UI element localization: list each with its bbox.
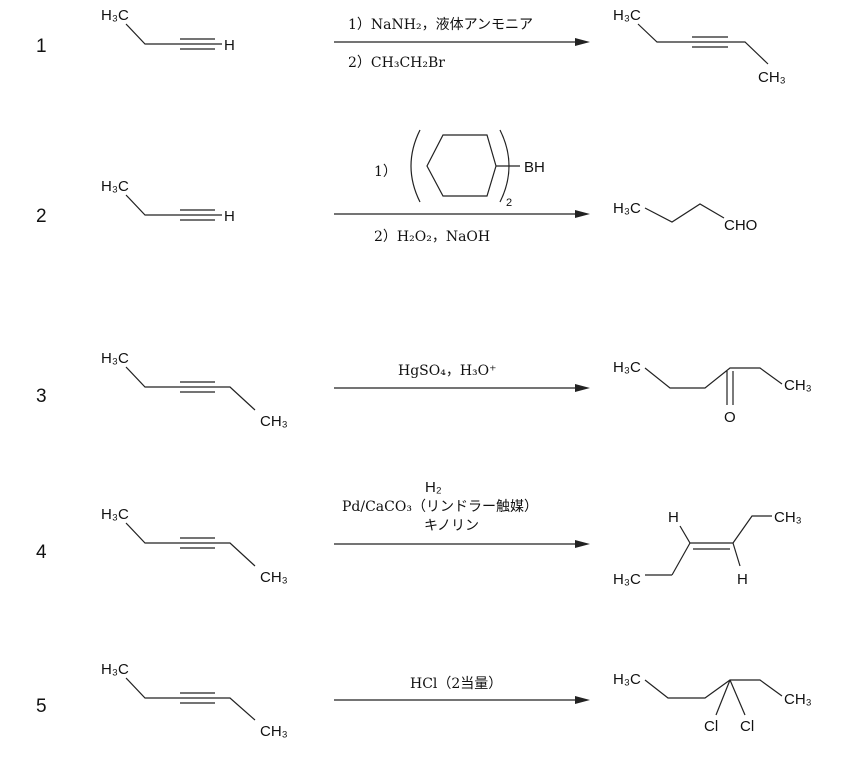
atom-label: H — [224, 37, 235, 54]
reaction-arrow — [334, 384, 590, 392]
reaction-3: 3 H₃C CH₃ HgSO₄，H₃O⁺ H₃C O CH₃ — [36, 350, 812, 430]
reaction-number: 4 — [36, 542, 47, 563]
condition-h2: H₂ — [425, 479, 442, 496]
atom-label: O — [724, 409, 736, 426]
reaction-2: 2 H₃C H 1） BH 2 2）H₂O₂，NaOH H₃C CHO — [36, 129, 757, 245]
bond — [125, 23, 222, 45]
atom-label: H — [668, 509, 679, 526]
condition-step-2: 2）H₂O₂，NaOH — [374, 229, 490, 245]
reaction-arrow — [334, 38, 590, 46]
condition-catalyst: Pd/CaCO₃（リンドラー触媒） — [342, 499, 538, 515]
reactant-3-hexyne: H₃C CH₃ — [101, 661, 288, 740]
reaction-4: 4 H₃C CH₃ H₂ Pd/CaCO₃（リンドラー触媒） キノリン H CH… — [36, 479, 802, 588]
atom-label: CH₃ — [784, 691, 812, 708]
atom-label: H — [224, 208, 235, 225]
condition-step-1: 1）NaNH₂，液体アンモニア — [348, 17, 533, 33]
product-3-hexanone: H₃C O CH₃ — [613, 359, 812, 426]
atom-label: H₃C — [101, 350, 129, 367]
product-3-hexyne: H₃C CH₃ — [613, 7, 786, 86]
atom-label: Cl — [740, 718, 754, 735]
product-butanal: H₃C CHO — [613, 200, 757, 234]
atom-label: H₃C — [101, 178, 129, 195]
atom-label: H₃C — [613, 571, 641, 588]
atom-label: CHO — [724, 217, 757, 234]
atom-label: H₃C — [613, 7, 641, 24]
condition-step-1-prefix: 1） — [374, 164, 397, 180]
condition: HCl（2当量） — [410, 676, 502, 692]
atom-label: CH₃ — [260, 723, 288, 740]
atom-label: CH₃ — [260, 413, 288, 430]
atom-label: H₃C — [101, 7, 129, 24]
dicyclohexylborane-structure: BH 2 — [410, 129, 545, 209]
atom-label: CH₃ — [774, 509, 802, 526]
product-cis-3-hexene: H CH₃ H₃C H — [613, 509, 802, 588]
reactant-1-butyne: H₃C H — [101, 178, 235, 225]
product-3-3-dichlorohexane: H₃C CH₃ Cl Cl — [613, 671, 812, 735]
reactant-3-hexyne: H₃C CH₃ — [101, 506, 288, 586]
reactant-1-butyne: H₃C H — [101, 7, 235, 54]
reaction-number: 2 — [36, 206, 47, 227]
reaction-number: 5 — [36, 696, 47, 717]
atom-label: Cl — [704, 718, 718, 735]
reaction-arrow — [334, 210, 590, 218]
reaction-number: 3 — [36, 386, 47, 407]
reactant-3-hexyne: H₃C CH₃ — [101, 350, 288, 430]
atom-label: H₃C — [613, 359, 641, 376]
atom-label: H — [737, 571, 748, 588]
atom-label: CH₃ — [758, 69, 786, 86]
reaction-5: 5 H₃C CH₃ HCl（2当量） H₃C CH₃ Cl Cl — [36, 661, 812, 740]
atom-label: CH₃ — [784, 377, 812, 394]
reaction-arrow — [334, 540, 590, 548]
atom-label: CH₃ — [260, 569, 288, 586]
reaction-1: 1 H₃C H 1）NaNH₂，液体アンモニア 2）CH₃CH₂Br H₃C C… — [36, 7, 786, 86]
reaction-arrow — [334, 696, 590, 704]
subscript-count: 2 — [506, 197, 512, 209]
condition-quinoline: キノリン — [424, 518, 479, 534]
atom-label: H₃C — [101, 661, 129, 678]
atom-label: H₃C — [101, 506, 129, 523]
atom-label: H₃C — [613, 200, 641, 217]
condition: HgSO₄，H₃O⁺ — [398, 363, 497, 379]
reaction-number: 1 — [36, 36, 47, 57]
atom-label: H₃C — [613, 671, 641, 688]
atom-label: BH — [524, 159, 545, 176]
condition-step-2: 2）CH₃CH₂Br — [348, 55, 445, 71]
